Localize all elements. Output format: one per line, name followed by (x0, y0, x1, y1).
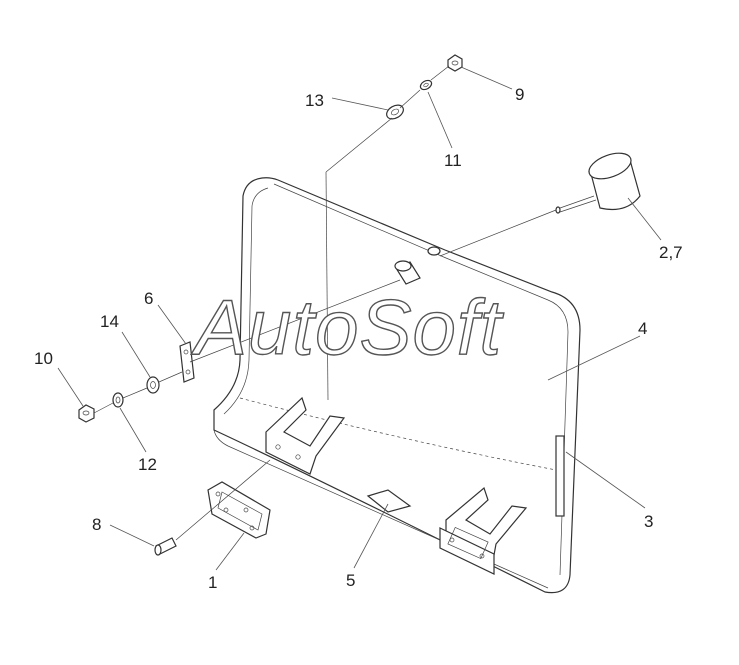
spring-washer-12 (112, 392, 124, 408)
washer-13 (386, 104, 404, 120)
callout-10: 10 (34, 349, 53, 368)
hinge-1 (207, 481, 271, 539)
washer-14 (146, 376, 160, 394)
callout-11: 11 (444, 151, 462, 170)
knob-assembly (555, 152, 641, 214)
watermark-logo: AutoSoft (191, 283, 505, 371)
callout-6: 6 (144, 289, 153, 308)
nut-10 (78, 404, 95, 423)
callout-14: 14 (100, 312, 119, 331)
panel-body (213, 177, 581, 594)
callout-5: 5 (346, 571, 355, 590)
callout-4: 4 (638, 319, 647, 338)
leader-lines (57, 66, 662, 571)
nut-9 (447, 54, 463, 72)
assembly-axes (93, 65, 557, 541)
callout-9: 9 (515, 85, 524, 104)
callout-3: 3 (644, 512, 653, 531)
spring-washer-11 (419, 79, 433, 91)
callout-12: 12 (138, 455, 157, 474)
side-strip (555, 435, 565, 517)
clip-6 (179, 341, 195, 383)
callout-8: 8 (92, 515, 101, 534)
bracket-left (265, 396, 346, 475)
callout-13: 13 (305, 91, 324, 110)
hinge-plate-right (439, 526, 495, 575)
pin-8 (154, 537, 177, 556)
callout-1: 1 (208, 573, 217, 592)
sleeve (394, 260, 421, 285)
callout-labels: 1 2,7 3 4 5 6 8 9 10 11 12 13 14 (34, 85, 683, 592)
callout-2-7: 2,7 (659, 243, 683, 262)
slot-plate (366, 489, 412, 513)
